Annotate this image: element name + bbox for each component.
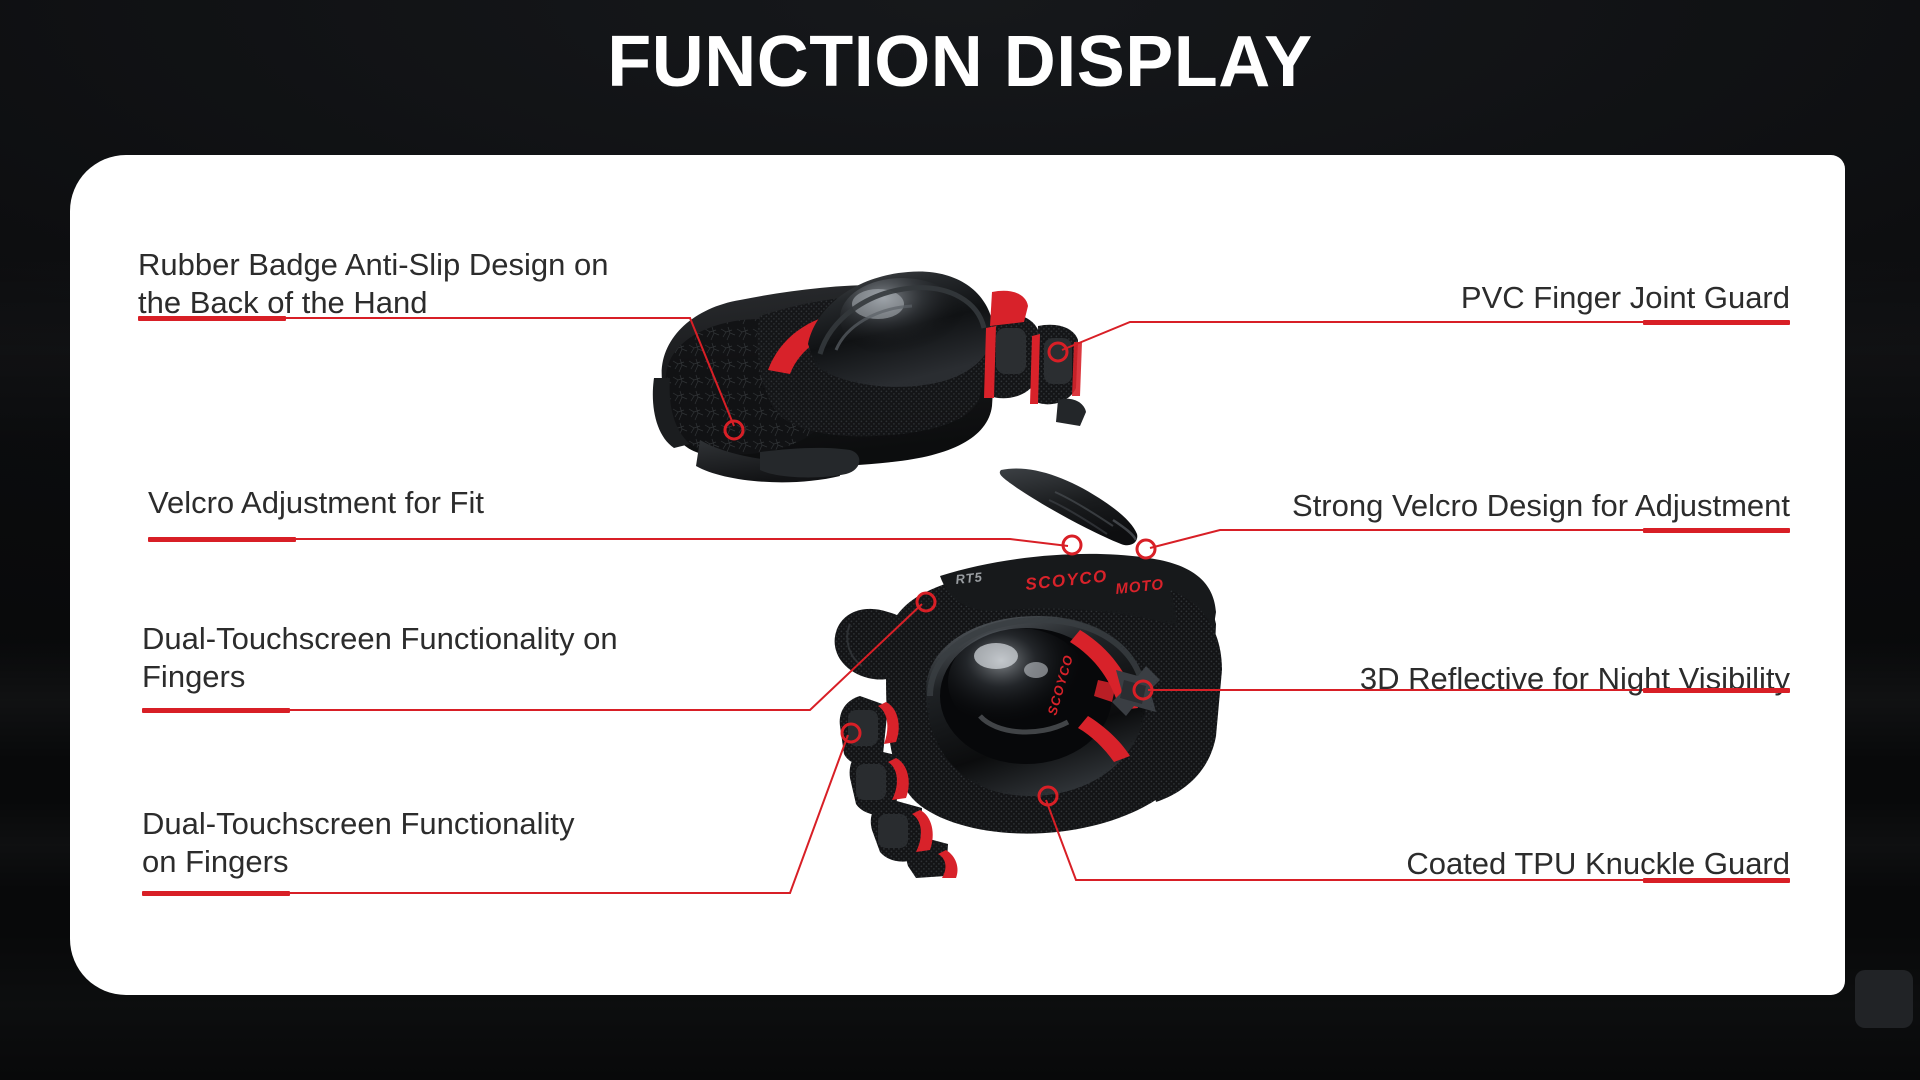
callout-accent-pvc-finger-joint: [1643, 320, 1790, 325]
corner-notch-decoration: [1855, 970, 1913, 1028]
callout-label-velcro-fit: Velcro Adjustment for Fit: [148, 485, 484, 520]
svg-text:MOTO: MOTO: [1115, 576, 1165, 598]
glove-bottom-image: SCOYCO RT5 MOTO SCOYCO: [834, 553, 1222, 878]
callout-accent-velcro-fit: [148, 537, 296, 542]
svg-text:RT5: RT5: [955, 569, 984, 587]
callout-label-tpu-knuckle: Coated TPU Knuckle Guard: [1406, 846, 1790, 881]
callout-accent-tpu-knuckle: [1643, 878, 1790, 883]
callout-label-dual-touchscreen-lower: Dual-Touchscreen Functionality on Finger…: [142, 806, 575, 879]
callout-label-dual-touchscreen-upper: Dual-Touchscreen Functionality on Finger…: [142, 621, 618, 694]
glove-top-image: [652, 271, 1086, 483]
callout-accent-dual-touchscreen-lower: [142, 891, 290, 896]
callout-label-strong-velcro: Strong Velcro Design for Adjustment: [1292, 488, 1790, 523]
callout-label-pvc-finger-joint: PVC Finger Joint Guard: [1460, 280, 1790, 315]
page-title: FUNCTION DISPLAY: [607, 22, 1313, 102]
callout-accent-strong-velcro: [1643, 528, 1790, 533]
callout-accent-3d-reflective: [1643, 688, 1790, 693]
glove-velcro-strap-image: [999, 468, 1138, 546]
callout-accent-rubber-badge: [138, 316, 286, 321]
callout-accent-dual-touchscreen-upper: [142, 708, 290, 713]
callout-label-rubber-badge: Rubber Badge Anti-Slip Design on the Bac…: [138, 247, 609, 320]
